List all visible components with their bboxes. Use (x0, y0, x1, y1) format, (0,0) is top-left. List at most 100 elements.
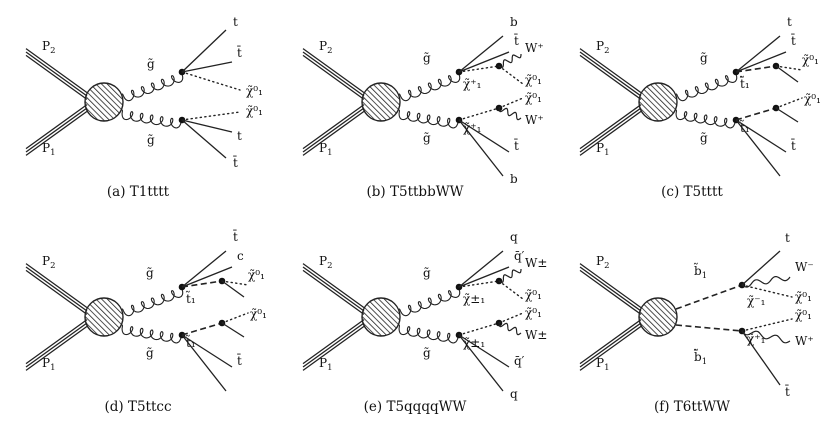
label-outgoing-1: t̄ (233, 228, 238, 244)
label-top: t (785, 231, 790, 245)
quark-line-1 (181, 250, 227, 288)
gluino-label-lower: g̃ (147, 133, 155, 147)
gluino-label-upper: g̃ (146, 266, 154, 280)
label-outgoing-4: b (510, 172, 518, 186)
neutralino-line (741, 318, 793, 332)
beam-label-p2: P2 (596, 39, 610, 56)
label-cascade-lower: t̃₁ (186, 334, 196, 350)
beam-line-p1 (25, 322, 88, 368)
beam-line-p2 (25, 269, 88, 315)
beam-line-p2 (25, 263, 88, 309)
beam-label-p2: P2 (42, 254, 56, 271)
label-cascade-lower: χ̃±₁ (463, 336, 485, 350)
w-boson-line (498, 54, 522, 69)
beam-line-p1 (302, 110, 365, 156)
cascade-line-lower (458, 322, 500, 336)
label-outgoing-3: q̄′ (514, 354, 525, 368)
beam-line-p1 (579, 110, 642, 156)
gluino-line-upper (399, 71, 461, 102)
label-neutralino: χ̃⁰₁ (250, 307, 267, 321)
beam-line-p2 (579, 269, 642, 315)
beam-line-p1 (579, 104, 642, 150)
label-outgoing-2: c (237, 249, 244, 263)
label-neutralino: χ̃⁰₁ (525, 306, 542, 320)
label-cascade-upper: t̃̄₁ (740, 75, 750, 91)
label-neutralino: χ̃⁰₁ (248, 268, 265, 282)
beam-line-p1 (25, 319, 88, 365)
gluino-label-upper: g̃ (147, 57, 155, 71)
top-quark-line (181, 119, 233, 133)
neutralino-line (741, 284, 793, 298)
feynman-panel-e: P2P1g̃g̃qq̄′χ̃±₁χ̃±₁W±χ̃⁰₁χ̃⁰₁W±q̄′q(e) … (302, 230, 547, 415)
label-neutralino: χ̃⁰₁ (246, 84, 263, 98)
interaction-blob (638, 297, 678, 337)
beam-line-p2 (302, 266, 365, 312)
gluino-label-lower: g̃ (146, 346, 154, 360)
beam-line-p2 (25, 54, 88, 100)
panel-caption: (e) T5qqqqWW (364, 399, 467, 415)
panel-caption: (b) T5ttbbWW (367, 184, 464, 200)
beam-label-p1: P1 (42, 356, 56, 373)
quark-line-3 (458, 334, 510, 368)
gluino-line-lower (121, 324, 183, 344)
gluino-line-lower (675, 109, 737, 129)
quark-line-2 (458, 51, 510, 73)
label-outgoing-1: t (787, 15, 792, 29)
label-cascade-upper: t̃₁ (186, 290, 196, 306)
beam-line-p1 (25, 107, 88, 153)
quark-line-4 (458, 119, 504, 177)
beam-line-p1 (302, 319, 365, 365)
label-cascade-lower: χ̃⁺₁ (463, 121, 481, 135)
interaction-blob (84, 82, 124, 122)
gluino-line-lower (398, 324, 460, 344)
label-antitop: t̄ (237, 44, 242, 60)
quark-line-3 (735, 119, 787, 153)
label-w-boson: W⁻ (795, 260, 814, 274)
beam-label-p2: P2 (42, 39, 56, 56)
beam-label-p2: P2 (596, 254, 610, 271)
neutralino-line (498, 312, 524, 324)
label-outgoing-3: t̄ (791, 137, 796, 153)
label-neutralino: χ̃⁰₁ (795, 290, 812, 304)
beam-label-p1: P1 (42, 141, 56, 158)
label-cascade-upper: χ̃⁺₁ (463, 77, 481, 91)
gluino-line-lower (398, 109, 460, 129)
gluino-label-upper: g̃ (423, 266, 431, 280)
beam-label-p1: P1 (319, 356, 333, 373)
label-neutralino: χ̃⁰₁ (246, 104, 263, 118)
quark-line-5 (775, 65, 799, 83)
beam-line-p2 (579, 54, 642, 100)
interaction-blob (638, 82, 678, 122)
label-cascade-lower: t̃₁ (740, 119, 750, 135)
quark-line-2 (181, 266, 233, 288)
w-boson-line (498, 107, 522, 121)
neutralino-line (498, 65, 524, 85)
beam-label-p1: P1 (596, 356, 610, 373)
label-w-boson: W⁺ (525, 113, 544, 127)
beam-line-p2 (302, 269, 365, 315)
label-outgoing-2: t̄ (514, 32, 519, 48)
beam-label-p2: P2 (319, 254, 333, 271)
neutralino-line (181, 71, 241, 91)
beam-line-p2 (25, 48, 88, 94)
cascade-line-upper (458, 280, 500, 288)
gluino-label-lower: g̃ (423, 131, 431, 145)
interaction-blob (361, 82, 401, 122)
gluino-line-lower (121, 109, 183, 129)
label-outgoing-2: t̄ (791, 32, 796, 48)
label-neutralino: χ̃⁰₁ (525, 288, 542, 302)
beam-line-p1 (579, 325, 642, 371)
antitop-quark-line (181, 61, 233, 73)
label-outgoing-1: b (510, 15, 518, 29)
beam-line-p2 (579, 51, 642, 97)
beam-line-p1 (579, 322, 642, 368)
label-w-boson: W± (525, 256, 547, 270)
beam-line-p1 (302, 325, 365, 371)
gluino-label-lower: g̃ (700, 131, 708, 145)
